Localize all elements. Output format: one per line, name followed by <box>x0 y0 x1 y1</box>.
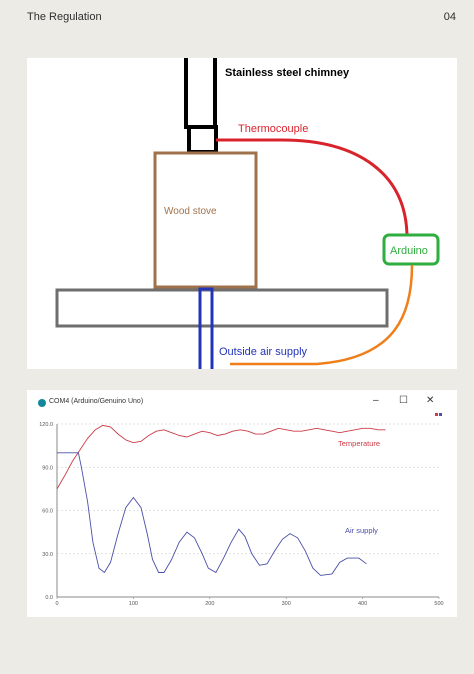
page-number: 04 <box>443 11 456 23</box>
floor-slab <box>55 288 389 328</box>
gridlines <box>57 423 439 555</box>
control-wire <box>230 264 414 366</box>
window-title: COM4 (Arduino/Genuino Uno) <box>49 398 144 405</box>
wood-stove-body <box>153 151 258 289</box>
x-tick-label: 100 <box>129 601 138 607</box>
series-label-temperature: Temperature <box>338 439 380 448</box>
series-line-air-supply <box>57 452 367 576</box>
series-lines <box>56 424 386 576</box>
chimney-label: Stainless steel chimney <box>225 67 350 79</box>
chimney-pipe <box>184 58 217 129</box>
y-tick-label: 30.0 <box>42 552 53 558</box>
series-line-temperature <box>56 424 386 490</box>
y-tick-label: 0.0 <box>45 595 53 601</box>
x-tick-label: 0 <box>55 601 58 607</box>
arduino-app-icon <box>38 399 46 407</box>
window-titlebar: COM4 (Arduino/Genuino Uno) – ☐ ✕ <box>27 390 457 414</box>
stove-diagram: Stainless steel chimney Thermocouple Woo… <box>27 58 457 369</box>
tick-labels: 0.0 30.0 60.0 90.0 120.0 0 100 200 300 400 500 <box>39 422 443 607</box>
serial-plotter-window: COM4 (Arduino/Genuino Uno) – ☐ ✕ 0.0 30.0… <box>27 390 457 617</box>
close-button[interactable]: ✕ <box>426 395 435 406</box>
y-tick-label: 90.0 <box>42 465 53 471</box>
outside-air-duct <box>198 287 214 369</box>
thermocouple-label: Thermocouple <box>238 123 308 135</box>
x-tick-label: 200 <box>205 601 214 607</box>
arduino-box <box>382 233 440 266</box>
x-tick-label: 300 <box>282 601 291 607</box>
maximize-button[interactable]: ☐ <box>399 395 408 406</box>
y-tick-label: 120.0 <box>39 422 53 428</box>
thermocouple-wire <box>216 138 409 239</box>
page-header-title: The Regulation <box>27 11 102 23</box>
serial-plot-chart: 0.0 30.0 60.0 90.0 120.0 0 100 200 300 400 500 Tem… <box>39 413 444 607</box>
x-tick-label: 400 <box>358 601 367 607</box>
air-supply-label: Outside air supply <box>219 346 308 358</box>
stove-diagram-svg: Stainless steel chimney Thermocouple Woo… <box>55 58 440 369</box>
series-label-air-supply: Air supply <box>345 526 378 535</box>
x-tick-label: 500 <box>434 601 443 607</box>
wood-stove-label: Wood stove <box>164 206 217 217</box>
arduino-label: Arduino <box>390 245 428 257</box>
legend-swatch-temperature <box>435 413 438 416</box>
legend-swatch-air-supply <box>439 413 442 416</box>
minimize-button[interactable]: – <box>373 395 379 406</box>
chimney-collar <box>187 125 218 154</box>
y-tick-label: 60.0 <box>42 509 53 515</box>
